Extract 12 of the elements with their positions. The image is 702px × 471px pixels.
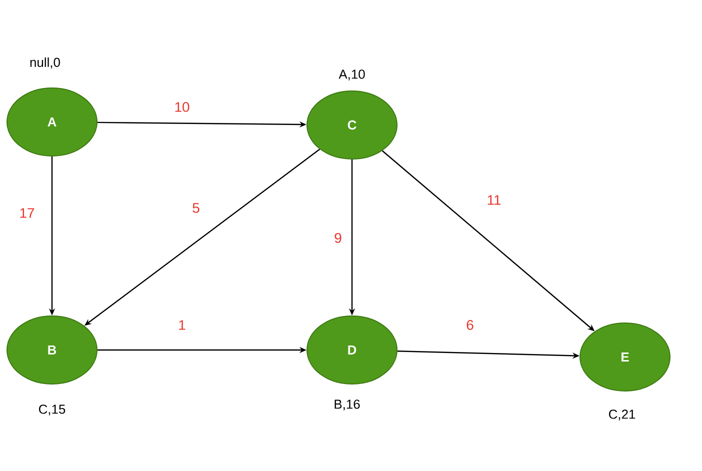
node-caption: C,15 xyxy=(38,404,66,416)
node-caption: A,10 xyxy=(338,70,365,80)
edge-label: 6 xyxy=(464,318,476,332)
edge-label: 17 xyxy=(18,206,36,220)
edge-label: 1 xyxy=(176,318,188,332)
edge-label: 9 xyxy=(332,232,344,244)
node-caption: null,0 xyxy=(30,57,60,69)
edge-label: 5 xyxy=(190,202,202,214)
node-caption: C,21 xyxy=(608,410,636,420)
edge-label: 11 xyxy=(485,194,503,206)
node-caption: B,16 xyxy=(334,400,360,410)
edge-label: 10 xyxy=(172,100,192,114)
